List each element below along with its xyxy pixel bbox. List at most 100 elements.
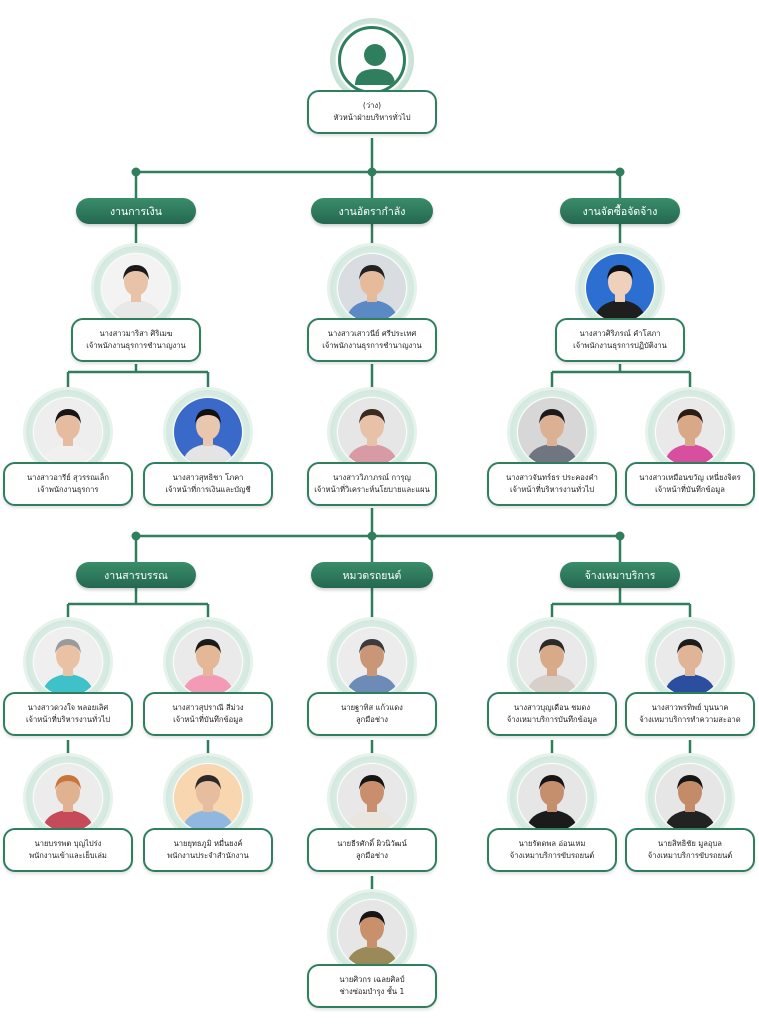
avatar — [338, 254, 406, 322]
head-node: (ว่าง) หัวหน้าฝ่ายบริหารทั่วไป — [307, 18, 437, 134]
person-role: เจ้าหน้าที่บันทึกข้อมูล — [655, 485, 725, 494]
person-name: นางสาวเหมือนขวัญ เหนี่ยงจิตร — [639, 473, 741, 482]
avatar — [34, 764, 102, 832]
avatar — [102, 254, 170, 322]
avatar — [518, 764, 586, 832]
dept-vehicles: หมวดรถยนต์ — [311, 562, 433, 588]
person-name: นายรัตดพล อ่อนเหม — [518, 839, 586, 848]
avatar-ring — [510, 620, 594, 704]
person-role: เจ้าหน้าที่บริหารงานทั่วไป — [25, 715, 111, 724]
person-label: นางสาวดวงใจ พลอยเลิศเจ้าหน้าที่บริหารงาน… — [3, 692, 133, 736]
person-node-finance-1: นางสาวอารีย์ สุวรรณเล็กเจ้าพนักงานธุรการ — [3, 390, 133, 506]
person-label: นายสิทธิชัย มูลอุบลจ้างเหมาบริการขับรถยน… — [625, 828, 755, 872]
person-node-outsource-3: นายรัตดพล อ่อนเหมจ้างเหมาบริการขับรถยนต์ — [487, 756, 617, 872]
person-role: เจ้าหน้าที่บริหารงานทั่วไป — [509, 485, 595, 494]
dept-outsource: จ้างเหมาบริการ — [560, 562, 680, 588]
avatar-ring — [26, 756, 110, 840]
person-label: นางสาวพรทิพย์ บุนนาคจ้างเหมาบริการทำความ… — [625, 692, 755, 736]
person-label: นางสาวจันทร์ธร ประคองคำเจ้าหน้าที่บริหาร… — [487, 462, 617, 506]
person-role: เจ้าหน้าที่การเงินและบัญชี — [165, 485, 251, 494]
avatar-ring — [578, 246, 662, 330]
avatar-ring — [648, 390, 732, 474]
person-role: จ้างเหมาบริการทำความสะอาด — [639, 715, 741, 724]
person-node-outsource-2: นางสาวพรทิพย์ บุนนาคจ้างเหมาบริการทำความ… — [625, 620, 755, 736]
person-label: นายฐาทิส แก้วแดงลูกมือช่าง — [307, 692, 437, 736]
person-label: นางสาวสุปราณี สีม่วงเจ้าหน้าที่บันทึกข้อ… — [143, 692, 273, 736]
person-name: นางสาวสุทธิชา โภคา — [172, 473, 244, 482]
person-name: นายศิวกร เฉลยศิลป์ — [339, 975, 405, 984]
avatar — [174, 398, 242, 466]
avatar — [338, 398, 406, 466]
person-node-procurement-lead: นางสาวศิริภรณ์ คำโสภาเจ้าพนักงานธุรการปฏ… — [555, 246, 685, 362]
person-node-vehicles-2: นายธีรศักดิ์ ผิวนิวัฒน์ลูกมือช่าง — [307, 756, 437, 872]
head-label: (ว่าง) หัวหน้าฝ่ายบริหารทั่วไป — [307, 90, 437, 134]
person-name: นางสาวศิริภรณ์ คำโสภา — [579, 329, 661, 338]
person-name: นางสาววิภาภรณ์ การุญ — [333, 473, 411, 482]
person-role: ลูกมือช่าง — [356, 851, 388, 860]
person-role: จ้างเหมาบริการขับรถยนต์ — [509, 851, 595, 860]
person-node-documents-2: นางสาวสุปราณี สีม่วงเจ้าหน้าที่บันทึกข้อ… — [143, 620, 273, 736]
person-label: นายยุทธภูมิ หมื่นยงค์พนักงานประจำสำนักงา… — [143, 828, 273, 872]
person-node-vehicles-3: นายศิวกร เฉลยศิลป์ช่างซ่อมบำรุง ชั้น 1 — [307, 892, 437, 1008]
head-title: หัวหน้าฝ่ายบริหารทั่วไป — [333, 113, 411, 122]
avatar — [656, 764, 724, 832]
person-role: ช่างซ่อมบำรุง ชั้น 1 — [339, 987, 405, 996]
person-node-documents-3: นายบรรพต บุญไปร่งพนักงานเข้าและเย็บเล่ม — [3, 756, 133, 872]
person-label: นางสาวอารีย์ สุวรรณเล็กเจ้าพนักงานธุรการ — [3, 462, 133, 506]
person-label: นายธีรศักดิ์ ผิวนิวัฒน์ลูกมือช่าง — [307, 828, 437, 872]
avatar-ring — [166, 756, 250, 840]
avatar-ring — [166, 390, 250, 474]
head-status: (ว่าง) — [362, 101, 382, 110]
dept-procurement: งานจัดซื้อจัดจ้าง — [560, 198, 680, 224]
avatar-ring — [648, 756, 732, 840]
person-label: นายศิวกร เฉลยศิลป์ช่างซ่อมบำรุง ชั้น 1 — [307, 964, 437, 1008]
person-node-documents-1: นางสาวดวงใจ พลอยเลิศเจ้าหน้าที่บริหารงาน… — [3, 620, 133, 736]
person-node-finance-2: นางสาวสุทธิชา โภคาเจ้าหน้าที่การเงินและบ… — [143, 390, 273, 506]
avatar-ring — [26, 390, 110, 474]
person-node-personnel-1: นางสาววิภาภรณ์ การุญเจ้าหน้าที่วิเคราะห์… — [307, 390, 437, 506]
avatar-ring — [330, 620, 414, 704]
person-name: นางสาวเสาวนีย์ ศรีประเทศ — [327, 329, 417, 338]
avatar-ring — [330, 756, 414, 840]
avatar-ring — [166, 620, 250, 704]
avatar — [338, 764, 406, 832]
person-name: นายสิทธิชัย มูลอุบล — [658, 839, 722, 848]
person-role: จ้างเหมาบริการขับรถยนต์ — [647, 851, 733, 860]
avatar — [656, 628, 724, 696]
person-node-documents-4: นายยุทธภูมิ หมื่นยงค์พนักงานประจำสำนักงา… — [143, 756, 273, 872]
person-role: เจ้าหน้าที่บันทึกข้อมูล — [173, 715, 243, 724]
person-role: เจ้าพนักงานธุรการ — [37, 485, 99, 494]
avatar-ring — [510, 756, 594, 840]
person-role: เจ้าพนักงานธุรการปฏิบัติงาน — [573, 341, 667, 350]
person-name: นางสาวดวงใจ พลอยเลิศ — [27, 703, 109, 712]
dept-personnel: งานอัตรากำลัง — [311, 198, 433, 224]
person-label: นายบรรพต บุญไปร่งพนักงานเข้าและเย็บเล่ม — [3, 828, 133, 872]
person-role: จ้างเหมาบริการบันทึกข้อมูล — [506, 715, 598, 724]
avatar-ring — [330, 246, 414, 330]
person-role: เจ้าพนักงานธุรการชำนาญงาน — [86, 341, 186, 350]
person-node-vehicles-1: นายฐาทิส แก้วแดงลูกมือช่าง — [307, 620, 437, 736]
dept-finance: งานการเงิน — [76, 198, 196, 224]
person-label: นางสาวมาริสา ศิริเมฆเจ้าพนักงานธุรการชำน… — [71, 318, 201, 362]
avatar — [518, 628, 586, 696]
person-label: นางสาวสุทธิชา โภคาเจ้าหน้าที่การเงินและบ… — [143, 462, 273, 506]
person-name: นายธีรศักดิ์ ผิวนิวัฒน์ — [337, 839, 407, 848]
avatar — [174, 628, 242, 696]
person-label: นางสาวเหมือนขวัญ เหนี่ยงจิตรเจ้าหน้าที่บ… — [625, 462, 755, 506]
vacant-avatar — [330, 18, 414, 102]
person-role: ลูกมือช่าง — [356, 715, 388, 724]
person-role: เจ้าหน้าที่วิเคราะห์นโยบายและแผน — [314, 485, 430, 494]
person-label: นางสาววิภาภรณ์ การุญเจ้าหน้าที่วิเคราะห์… — [307, 462, 437, 506]
person-name: นางสาวจันทร์ธร ประคองคำ — [506, 473, 598, 482]
person-name: นางสาวพรทิพย์ บุนนาค — [651, 703, 729, 712]
person-role: พนักงานเข้าและเย็บเล่ม — [29, 851, 107, 860]
avatar-ring — [510, 390, 594, 474]
person-name: นางสาวสุปราณี สีม่วง — [172, 703, 244, 712]
person-name: นายยุทธภูมิ หมื่นยงค์ — [173, 839, 243, 848]
avatar — [518, 398, 586, 466]
person-name: นางสาวอารีย์ สุวรรณเล็ก — [26, 473, 110, 482]
avatar — [586, 254, 654, 322]
person-label: นางสาวบุญเดือน ชมดงจ้างเหมาบริการบันทึกข… — [487, 692, 617, 736]
person-name: นายบรรพต บุญไปร่ง — [34, 839, 102, 848]
